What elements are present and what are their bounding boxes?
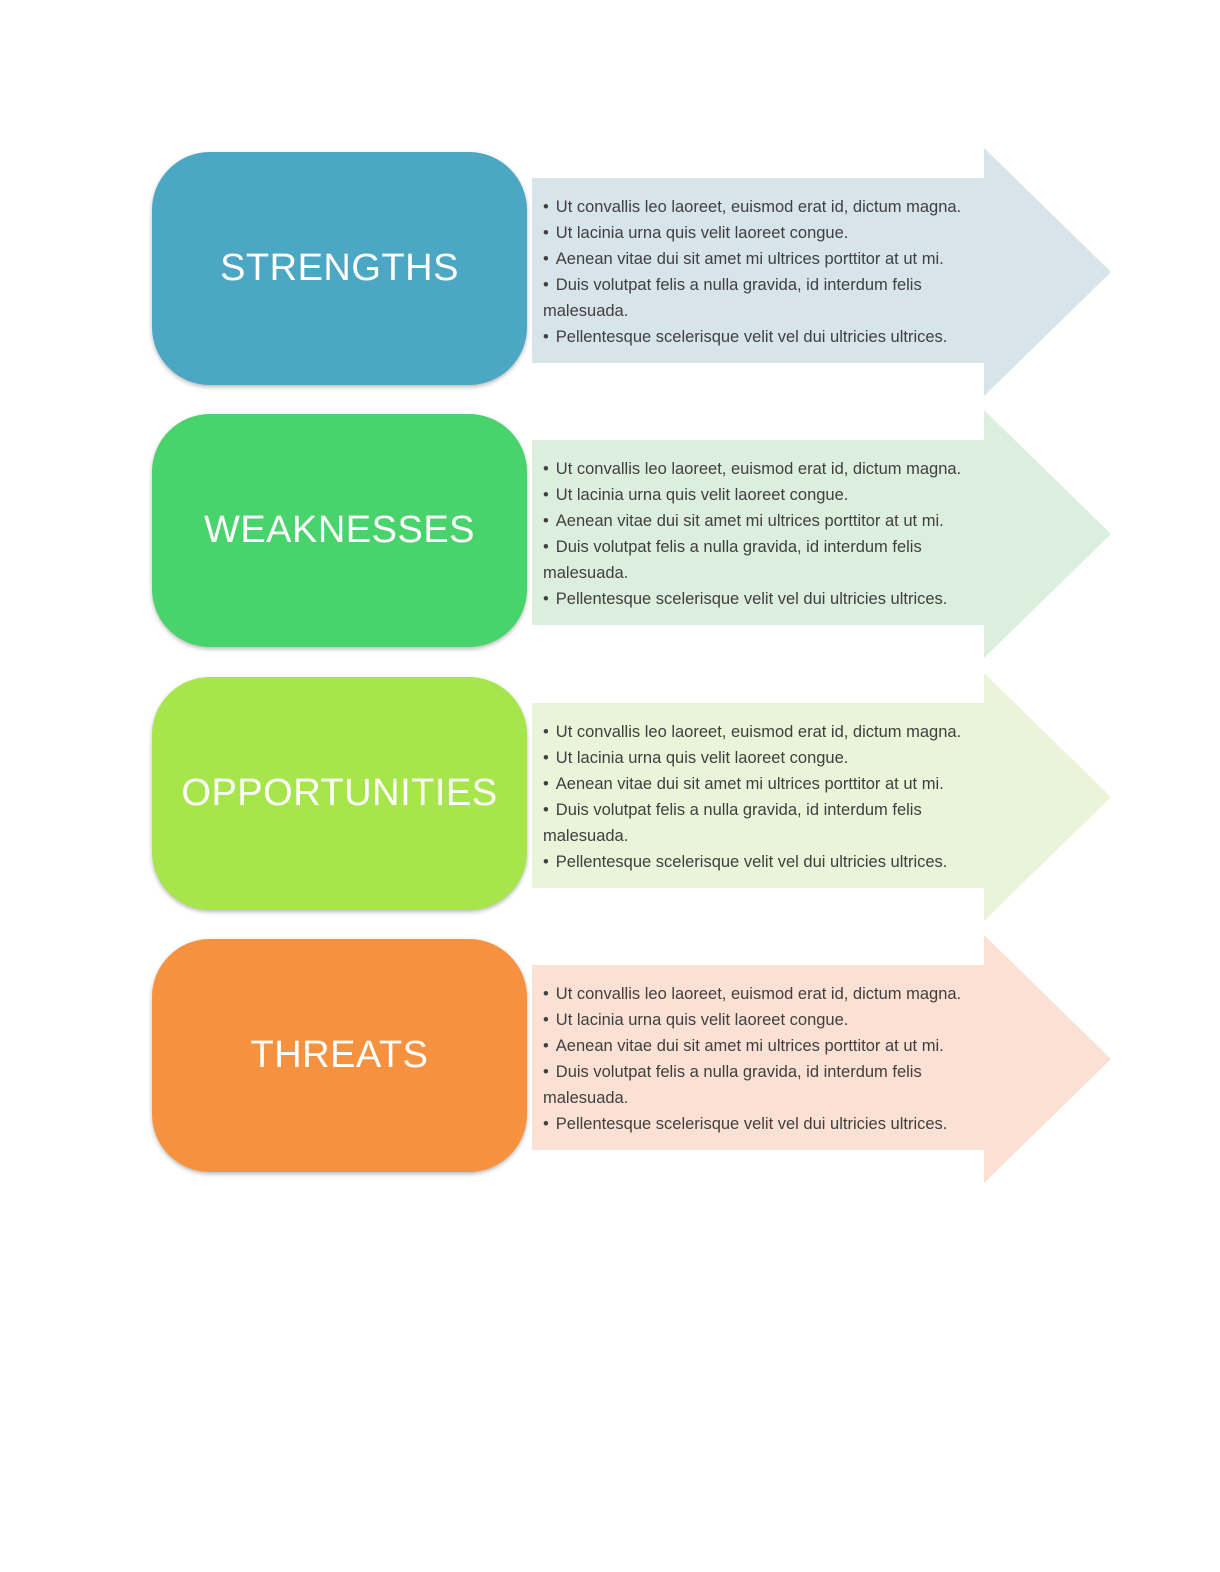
weaknesses-bullet-list: Ut convallis leo laoreet, euismod erat i…	[532, 454, 985, 612]
strengths-arrow-head-shape	[984, 148, 1111, 396]
bullet-item: Ut lacinia urna quis velit laoreet congu…	[532, 220, 985, 246]
strengths-bullet-list: Ut convallis leo laoreet, euismod erat i…	[532, 192, 985, 350]
opportunities-box: OPPORTUNITIES	[152, 677, 527, 910]
bullet-item: Pellentesque scelerisque velit vel dui u…	[532, 1111, 985, 1137]
bullet-item: Ut lacinia urna quis velit laoreet congu…	[532, 745, 985, 771]
opportunities-title: OPPORTUNITIES	[181, 772, 498, 814]
bullet-item: Duis volutpat felis a nulla gravida, id …	[532, 272, 985, 324]
weaknesses-banner: Ut convallis leo laoreet, euismod erat i…	[532, 440, 985, 625]
bullet-item: Ut convallis leo laoreet, euismod erat i…	[532, 194, 985, 220]
threats-box: THREATS	[152, 939, 527, 1172]
bullet-item: Aenean vitae dui sit amet mi ultrices po…	[532, 771, 985, 797]
threats-title: THREATS	[250, 1034, 429, 1076]
swot-section-threats: Ut convallis leo laoreet, euismod erat i…	[0, 935, 1220, 1183]
threats-arrow-head-shape	[984, 935, 1111, 1183]
weaknesses-title: WEAKNESSES	[203, 509, 476, 551]
weaknesses-arrow-head-shape	[984, 410, 1111, 658]
swot-section-strengths: Ut convallis leo laoreet, euismod erat i…	[0, 148, 1220, 396]
bullet-item: Pellentesque scelerisque velit vel dui u…	[532, 586, 985, 612]
strengths-banner: Ut convallis leo laoreet, euismod erat i…	[532, 178, 985, 363]
bullet-item: Ut convallis leo laoreet, euismod erat i…	[532, 456, 985, 482]
bullet-item: Duis volutpat felis a nulla gravida, id …	[532, 1059, 985, 1111]
bullet-item: Ut lacinia urna quis velit laoreet congu…	[532, 482, 985, 508]
swot-section-opportunities: Ut convallis leo laoreet, euismod erat i…	[0, 673, 1220, 921]
bullet-item: Duis volutpat felis a nulla gravida, id …	[532, 797, 985, 849]
bullet-item: Ut convallis leo laoreet, euismod erat i…	[532, 981, 985, 1007]
strengths-title: STRENGTHS	[220, 247, 459, 289]
threats-bullet-list: Ut convallis leo laoreet, euismod erat i…	[532, 979, 985, 1137]
bullet-item: Aenean vitae dui sit amet mi ultrices po…	[532, 246, 985, 272]
bullet-item: Ut convallis leo laoreet, euismod erat i…	[532, 719, 985, 745]
threats-banner: Ut convallis leo laoreet, euismod erat i…	[532, 965, 985, 1150]
weaknesses-box: WEAKNESSES	[152, 414, 527, 647]
opportunities-banner: Ut convallis leo laoreet, euismod erat i…	[532, 703, 985, 888]
swot-section-weaknesses: Ut convallis leo laoreet, euismod erat i…	[0, 410, 1220, 658]
bullet-item: Aenean vitae dui sit amet mi ultrices po…	[532, 508, 985, 534]
bullet-item: Pellentesque scelerisque velit vel dui u…	[532, 324, 985, 350]
bullet-item: Pellentesque scelerisque velit vel dui u…	[532, 849, 985, 875]
bullet-item: Duis volutpat felis a nulla gravida, id …	[532, 534, 985, 586]
opportunities-arrow-head-shape	[984, 673, 1111, 921]
opportunities-bullet-list: Ut convallis leo laoreet, euismod erat i…	[532, 717, 985, 875]
bullet-item: Ut lacinia urna quis velit laoreet congu…	[532, 1007, 985, 1033]
strengths-box: STRENGTHS	[152, 152, 527, 385]
bullet-item: Aenean vitae dui sit amet mi ultrices po…	[532, 1033, 985, 1059]
